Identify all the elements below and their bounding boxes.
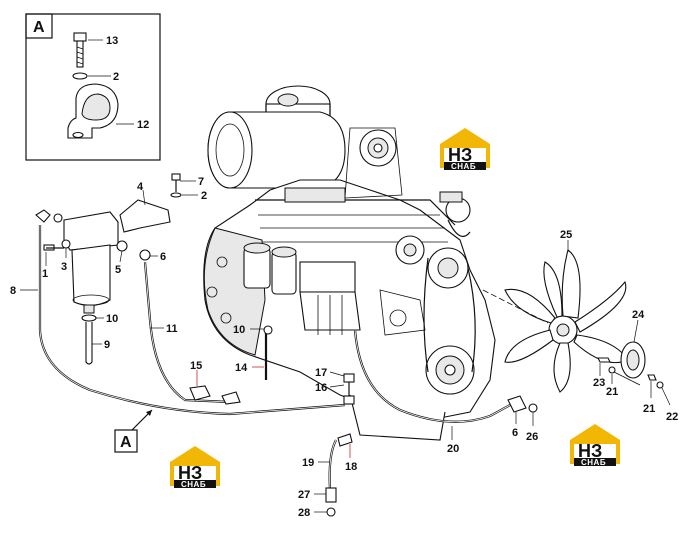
watermark-logo-1: НЗ СНАБ [440, 128, 490, 171]
bolts-21-22 [597, 357, 664, 389]
callout-15: 15 [190, 360, 202, 372]
svg-text:СНАБ: СНАБ [451, 162, 476, 171]
detail-label-box [25, 13, 53, 39]
callout-16: 16 [315, 382, 327, 394]
clamp-12 [67, 83, 119, 139]
callout-19: 19 [302, 457, 314, 469]
callout-2: 2 [201, 190, 207, 202]
watermark-logo-3: НЗ СНАБ [570, 424, 620, 467]
callout-14: 14 [235, 362, 248, 374]
filter-head-bracket [63, 211, 119, 251]
clip-15 [189, 385, 211, 401]
bracket-4 [119, 199, 171, 233]
detail-view-a: A 13 2 12 [25, 13, 161, 161]
callout-6-right: 6 [512, 427, 518, 439]
callout-21-a: 21 [606, 386, 618, 398]
callout-28: 28 [298, 507, 310, 519]
view-marker-a: A [114, 409, 153, 453]
svg-text:НЗ: НЗ [448, 145, 472, 165]
callout-7: 7 [198, 176, 204, 188]
callout-1: 1 [42, 268, 48, 280]
callout-10-right: 10 [233, 324, 245, 336]
callout-9: 9 [104, 339, 110, 351]
callout-25: 25 [560, 229, 572, 241]
detail-label: A [33, 19, 45, 36]
callout-5: 5 [115, 264, 121, 276]
callout-21-b: 21 [643, 403, 655, 415]
callout-13: 13 [106, 35, 118, 47]
fuel-filter-on-engine [243, 247, 271, 289]
callout-12: 12 [137, 119, 149, 131]
callout-8: 8 [10, 285, 16, 297]
bolt-13 [73, 32, 87, 68]
svg-text:СНАБ: СНАБ [181, 480, 206, 489]
svg-text:НЗ: НЗ [578, 441, 602, 461]
detail-frame [25, 13, 161, 161]
callout-24: 24 [632, 309, 645, 321]
callout-20: 20 [447, 443, 459, 455]
fuel-prefilter-assembly [35, 173, 182, 365]
callout-3: 3 [61, 261, 67, 273]
callout-labels: 7 2 4 1 3 5 6 8 10 9 11 10 14 [10, 176, 678, 519]
callout-4: 4 [137, 181, 144, 193]
callout-26: 26 [526, 431, 538, 443]
callout-2-detail: 2 [113, 71, 119, 83]
callout-10-left: 10 [106, 313, 118, 325]
callout-27: 27 [298, 489, 310, 501]
fan-spacer-24 [620, 341, 646, 379]
washer-2-detail [72, 72, 88, 80]
callout-11: 11 [166, 323, 178, 335]
callout-22: 22 [666, 411, 678, 423]
engine-assembly [203, 85, 496, 441]
svg-text:СНАБ: СНАБ [581, 458, 606, 467]
svg-text:НЗ: НЗ [178, 463, 202, 483]
callout-23: 23 [593, 377, 605, 389]
fuel-hoses [38, 225, 538, 517]
view-marker-label: A [120, 434, 132, 451]
callout-17: 17 [315, 367, 327, 379]
watermark-logo-2: НЗ СНАБ [170, 446, 220, 489]
cooling-fan-25 [482, 249, 629, 393]
callout-6-left: 6 [160, 251, 166, 263]
callout-18: 18 [345, 461, 357, 473]
